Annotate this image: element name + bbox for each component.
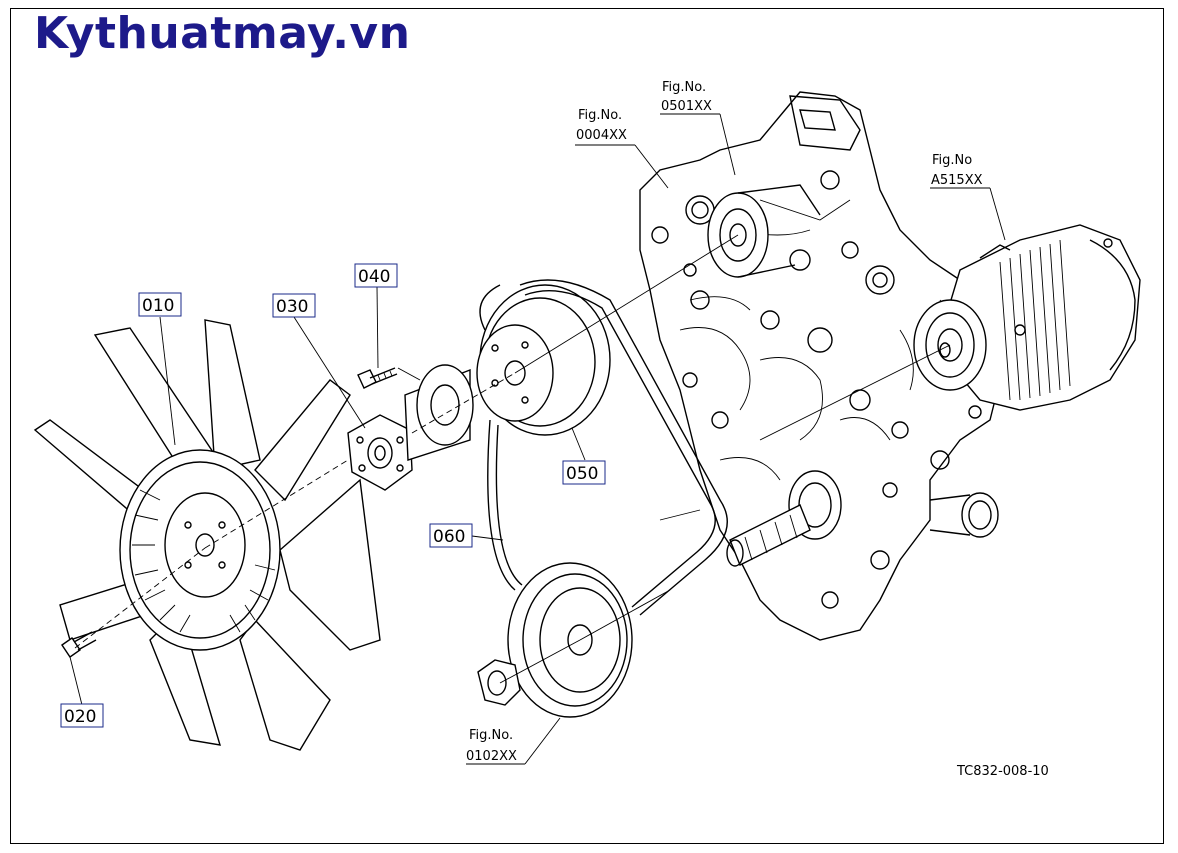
fig-ref-0501xx: Fig.No. 0501XX	[661, 80, 712, 114]
cooling-fan	[33, 319, 381, 751]
svg-text:020: 020	[64, 707, 96, 727]
fig-ref-0004xx: Fig.No. 0004XX	[576, 108, 627, 143]
engine-gear-case	[639, 91, 1011, 641]
bolt-040	[357, 367, 398, 389]
svg-text:050: 050	[566, 464, 598, 484]
svg-text:0004XX: 0004XX	[576, 128, 627, 143]
fig-ref-a515xx: Fig.No A515XX	[931, 153, 983, 188]
svg-text:060: 060	[433, 527, 465, 547]
svg-text:0102XX: 0102XX	[466, 749, 517, 764]
crank-nut	[477, 659, 521, 706]
svg-text:040: 040	[358, 267, 390, 287]
svg-text:0501XX: 0501XX	[661, 99, 712, 114]
svg-text:Fig.No.: Fig.No.	[662, 80, 706, 95]
part-label-010: 010	[138, 292, 182, 317]
assembly-center-lines	[74, 234, 951, 684]
part-label-020: 020	[60, 703, 104, 728]
svg-text:Fig.No.: Fig.No.	[578, 108, 622, 123]
crank-pulley	[507, 562, 633, 718]
fig-ref-0102xx: Fig.No. 0102XX	[466, 728, 517, 764]
part-label-050: 050	[562, 460, 606, 485]
part-label-030: 030	[272, 293, 316, 318]
svg-text:030: 030	[276, 297, 308, 317]
v-belt	[479, 279, 728, 616]
svg-text:Fig.No.: Fig.No.	[469, 728, 513, 743]
leader-lines	[69, 113, 1006, 765]
part-label-040: 040	[354, 263, 398, 288]
water-pump-pulley	[476, 284, 611, 436]
bolt-020	[61, 631, 97, 658]
drawing-id: TC832-008-10	[956, 764, 1049, 779]
svg-text:010: 010	[142, 296, 174, 316]
drawing-frame	[10, 8, 1164, 844]
svg-text:A515XX: A515XX	[931, 173, 983, 188]
fan-spacer	[347, 364, 474, 491]
site-watermark: Kythuatmay.vn	[34, 8, 411, 59]
part-label-060: 060	[429, 523, 473, 548]
svg-text:Fig.No: Fig.No	[932, 153, 972, 168]
alternator	[913, 224, 1141, 419]
